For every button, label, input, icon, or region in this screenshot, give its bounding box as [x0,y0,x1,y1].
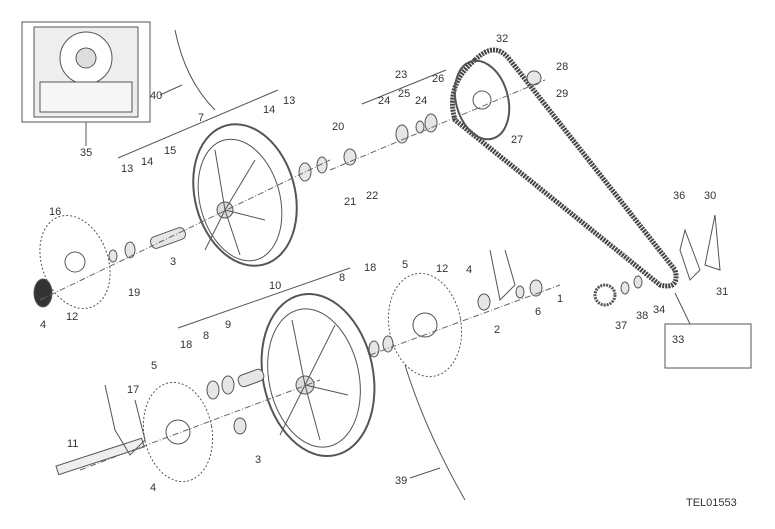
callout-number: 39 [395,475,408,487]
callout-number: 25 [398,88,411,100]
tyre-arc-front [404,364,466,501]
callout-number: 10 [269,280,282,292]
callout-number: 27 [511,134,524,146]
front-wheel [260,292,376,458]
callout-number: 20 [332,121,345,133]
spacers-and-bearings [108,70,643,435]
callout-number: 15 [164,145,177,157]
callout-number: 24 [378,95,391,107]
callout-number: 1 [557,293,564,305]
callout-number: 18 [180,339,193,351]
callout-number: 28 [556,61,569,73]
callout-number: 3 [170,256,177,268]
callout-number: 17 [127,384,140,396]
inset-sprocket-cover [21,21,151,146]
callout-number: 4 [150,482,157,494]
callout-number: 32 [496,33,509,45]
callout-number: 37 [615,320,628,332]
callout-number: 33 [672,334,685,346]
rear-sprocket [453,59,511,141]
callout-number: 2 [494,324,501,336]
tyre-arc-rear [174,29,216,111]
callout-number: 22 [366,190,379,202]
chain-link-detail-box [664,323,752,369]
callout-number: 11 [67,438,79,450]
callout-number: 31 [716,286,729,298]
callout-number: 8 [339,272,346,284]
callout-number: 4 [40,319,47,331]
drive-chain [450,47,679,289]
front-brake-disc-right [387,272,463,378]
callout-number: 8 [203,330,210,342]
rear-wheel [192,123,298,267]
fork-foot-right [489,249,516,302]
callout-number: 3 [255,454,262,466]
rear-brake-disc [33,215,111,309]
chain-guard [679,214,721,281]
callout-number: 13 [283,95,296,107]
callout-number: 12 [66,311,79,323]
callout-number: 19 [128,287,141,299]
callout-number: 18 [364,262,377,274]
drawing-code: TEL01553 [686,497,737,509]
callout-number: 14 [263,104,276,116]
callout-number: 24 [415,95,428,107]
callout-number: 29 [556,88,569,100]
callout-number: 35 [80,147,93,159]
callout-number: 6 [535,306,542,318]
callout-number: 30 [704,190,717,202]
callout-number: 36 [673,190,686,202]
fork-foot-left [104,384,146,456]
front-sprocket [593,283,617,307]
callout-number: 26 [432,73,445,85]
callout-number: 13 [121,163,134,175]
callout-number: 38 [636,310,649,322]
callout-number: 5 [402,259,409,271]
callout-number: 4 [466,264,473,276]
callout-number: 21 [344,196,357,208]
callout-number: 34 [653,304,666,316]
callout-number: 23 [395,69,408,81]
callout-number: 16 [49,206,62,218]
callout-number: 12 [436,263,449,275]
callout-number: 5 [151,360,158,372]
callout-number: 7 [198,112,205,124]
callout-number: 40 [150,90,163,102]
callout-number: 9 [225,319,232,331]
callout-number: 14 [141,156,154,168]
